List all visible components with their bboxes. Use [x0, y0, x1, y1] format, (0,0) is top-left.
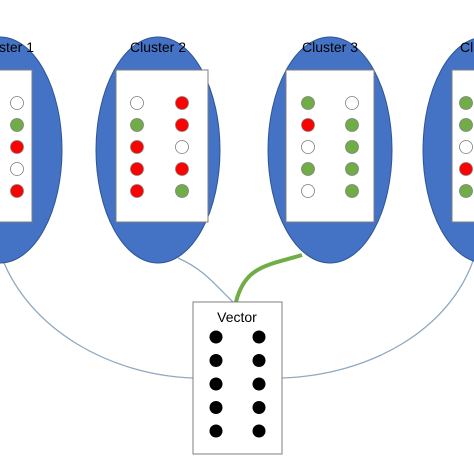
link-cluster1-vector [1, 257, 194, 379]
red-dot-left-4 [10, 184, 24, 198]
red-dot-right-0 [175, 96, 189, 110]
vector-dot-0-0 [209, 330, 223, 344]
green-dot-right-3 [345, 162, 359, 176]
green-dot-right-4 [345, 184, 359, 198]
cluster-dots [10, 96, 24, 198]
cluster-label: Cl [460, 39, 473, 55]
vector-dot-2-1 [252, 377, 266, 391]
green-dot-left-0 [301, 96, 315, 110]
cluster-dots [130, 96, 189, 198]
green-dot-right-4 [175, 184, 189, 198]
vector-dot-4-0 [209, 424, 223, 438]
links-layer [1, 253, 474, 379]
red-dot-right-1 [175, 118, 189, 132]
cluster-box [115, 69, 209, 223]
cluster-1: Cluster 1 [0, 36, 63, 264]
cluster-dots [459, 96, 473, 198]
cluster-2: Cluster 2 [95, 36, 221, 264]
cluster-3: Cluster 3 [267, 36, 393, 264]
white-dot-left-0 [10, 96, 24, 110]
vector-dot-1-1 [252, 354, 266, 367]
green-dot-left-1 [459, 118, 473, 132]
green-dot-left-1 [10, 118, 24, 132]
cluster-dots [301, 96, 359, 198]
green-dot-left-0 [459, 96, 473, 110]
vector-node: Vector [192, 301, 283, 455]
vector-dot-3-1 [252, 401, 266, 414]
cluster-box [285, 69, 375, 223]
red-dot-right-3 [175, 162, 189, 176]
green-dot-right-1 [345, 118, 359, 132]
green-dot-left-3 [301, 162, 315, 176]
green-dot-right-2 [345, 140, 359, 154]
white-dot-right-0 [345, 96, 359, 110]
white-dot-right-2 [175, 140, 189, 154]
vector-dot-4-1 [252, 424, 266, 438]
vector-dot-2-0 [209, 377, 223, 391]
cluster-label: Cluster 3 [302, 39, 358, 55]
red-dot-left-2 [130, 140, 144, 154]
cluster-label: Cluster 2 [130, 39, 186, 55]
white-dot-left-3 [10, 162, 24, 176]
green-dot-left-4 [459, 184, 473, 198]
white-dot-left-2 [459, 140, 473, 154]
white-dot-left-4 [301, 184, 315, 198]
red-dot-left-2 [10, 140, 24, 154]
green-dot-left-1 [130, 118, 144, 132]
cluster-4: Cl [422, 38, 474, 262]
link-cl-vector [281, 257, 474, 379]
vector-dot-3-0 [209, 401, 223, 414]
white-dot-left-0 [130, 96, 144, 110]
vector-box [192, 301, 283, 455]
link-cluster2-vector [177, 257, 234, 303]
link-cluster3-vector [234, 253, 303, 303]
red-dot-left-1 [301, 118, 315, 132]
cluster-label: Cluster 1 [0, 39, 34, 55]
vector-dot-0-1 [252, 330, 266, 344]
vector-dots [209, 330, 266, 438]
vector-dot-1-0 [209, 354, 223, 367]
white-dot-left-2 [301, 140, 315, 154]
red-dot-left-3 [130, 162, 144, 176]
red-dot-left-3 [459, 162, 473, 176]
red-dot-left-4 [130, 184, 144, 198]
vector-label: Vector [217, 309, 257, 325]
